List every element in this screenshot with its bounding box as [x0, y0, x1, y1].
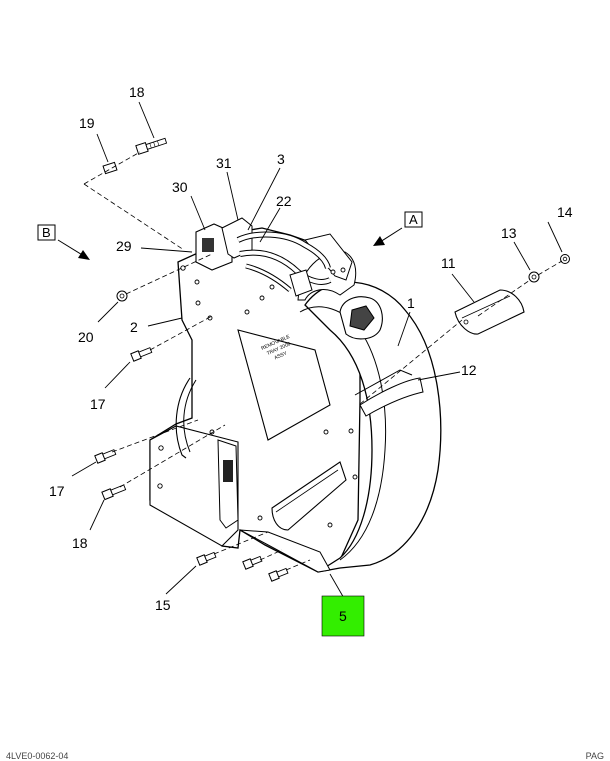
bolt-18-top: [135, 137, 168, 155]
hose-loop-left: [175, 377, 191, 459]
view-label-a-text: A: [409, 212, 418, 227]
callout-11: 11: [441, 255, 456, 271]
callout-2: 2: [130, 319, 138, 335]
bolt-15-c: [268, 567, 289, 582]
callout-13: 13: [501, 225, 517, 241]
plate-lower-cutout-shadow: [275, 469, 339, 513]
washer-13: [528, 271, 540, 283]
junction-connector: [217, 439, 239, 529]
callout-1: 1: [407, 295, 415, 311]
valve-port: [202, 238, 214, 252]
reel-face-curve: [354, 369, 413, 396]
callout-5[interactable]: 5: [339, 608, 347, 624]
hose-loop-left-inner: [183, 379, 197, 453]
callout-18-top: 18: [129, 84, 145, 100]
nut-14: [560, 254, 570, 264]
hose-fitting: [289, 269, 313, 297]
view-label-a: A: [404, 211, 423, 228]
figure-id: 4LVE0-0062-04: [6, 751, 69, 761]
callout-15: 15: [155, 597, 171, 613]
view-arrow-a: [373, 227, 403, 246]
callout-29: 29: [116, 238, 132, 254]
hose-1-core: [239, 250, 331, 284]
view-arrow-b: [57, 239, 90, 260]
callout-20: 20: [78, 329, 94, 345]
callout-18-low: 18: [72, 535, 88, 551]
reel-band: [359, 377, 424, 417]
highlight-box[interactable]: [321, 595, 365, 637]
view-label-b: B: [37, 224, 56, 241]
plate-slot-cutout: [271, 461, 347, 531]
highlighted-callout-5[interactable]: 5: [321, 595, 365, 637]
bolt-15-a: [196, 551, 217, 566]
nut-20: [116, 290, 128, 302]
bolt-17-low: [94, 449, 117, 464]
connector-plug: [223, 460, 233, 482]
callout-17-low: 17: [49, 483, 65, 499]
plate-triangle-cutout: [237, 329, 331, 441]
callout-17-mid: 17: [90, 396, 106, 412]
reel-hub-inner: [349, 305, 375, 331]
leader-lines: [71, 101, 563, 601]
callout-19: 19: [79, 115, 95, 131]
callout-22: 22: [276, 193, 292, 209]
bolt-18-low: [101, 484, 127, 501]
callout-3: 3: [277, 151, 285, 167]
callout-31: 31: [216, 155, 232, 171]
bolt-17-mid: [130, 347, 153, 362]
page-marker: PAG: [585, 751, 604, 761]
shield-11-hole: [463, 319, 469, 325]
hose-2-core: [237, 232, 330, 269]
callout-12: 12: [461, 362, 477, 378]
top-bracket-ear: [304, 233, 353, 281]
reel-housing: [304, 281, 442, 573]
view-label-b-text: B: [42, 225, 51, 240]
callout-30: 30: [172, 179, 188, 195]
shield-11-edge: [461, 295, 511, 319]
bolt-15-b: [242, 555, 263, 570]
shield-11: [454, 289, 525, 335]
assembly-lines: [83, 151, 563, 571]
hose-3-core: [245, 264, 291, 292]
decal-line-3: ASSY: [273, 350, 288, 361]
callout-14: 14: [557, 204, 573, 220]
